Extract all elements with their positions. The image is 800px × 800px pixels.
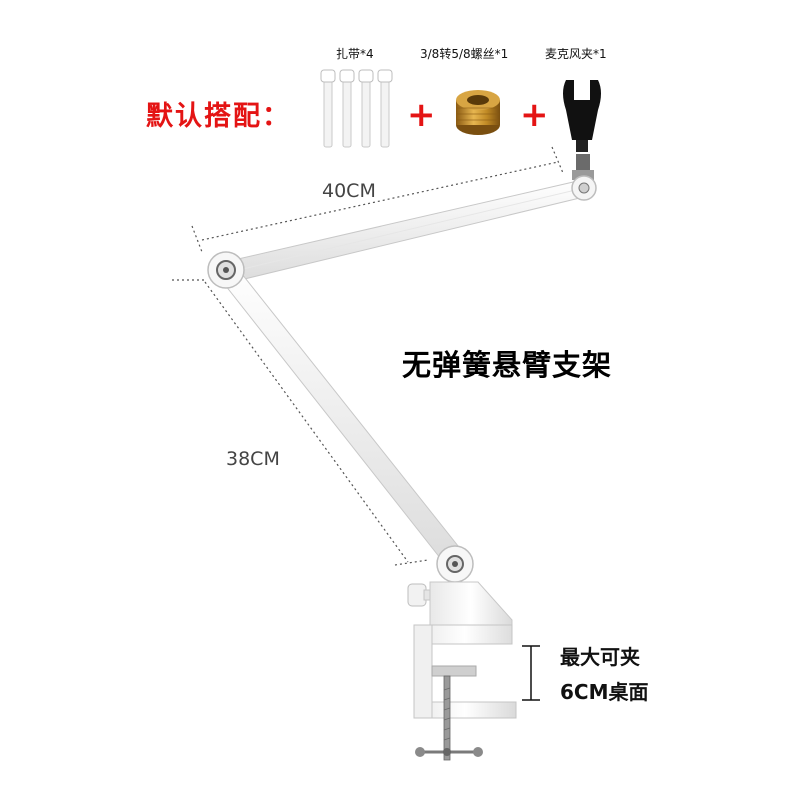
mic-clip-label: 麦克风夹*1 (545, 47, 607, 61)
desk-clamp (413, 581, 517, 761)
brass-screw-adapter-icon (456, 90, 500, 135)
tension-knob (407, 583, 435, 607)
lower-arm-dimension-line (172, 279, 429, 566)
accessories-heading: 默认搭配： (146, 101, 291, 132)
cable-tie-label: 扎带*4 (336, 47, 374, 61)
base-joint (436, 545, 474, 583)
upper-arm-dimension-line (191, 146, 564, 253)
plus-icon: + (407, 95, 436, 135)
screw-adapter-label: 3/8转5/8螺丝*1 (420, 47, 509, 61)
lower-arm (217, 263, 467, 569)
plus-icon: + (520, 95, 549, 135)
upper-arm-length-label: 40CM (322, 180, 376, 202)
mic-clip-icon (563, 80, 601, 152)
upper-arm (224, 179, 589, 283)
clamp-capacity-line2: 6CM桌面 (560, 680, 649, 704)
clamp-capacity-line1: 最大可夹 (560, 645, 640, 669)
elbow-joint (207, 251, 245, 289)
cable-tie-icon (320, 69, 393, 148)
product-title: 无弹簧悬臂支架 (402, 348, 613, 382)
lower-arm-length-label: 38CM (226, 448, 280, 470)
clamp-capacity-bracket (522, 645, 540, 701)
mic-mount-joint (571, 154, 597, 201)
